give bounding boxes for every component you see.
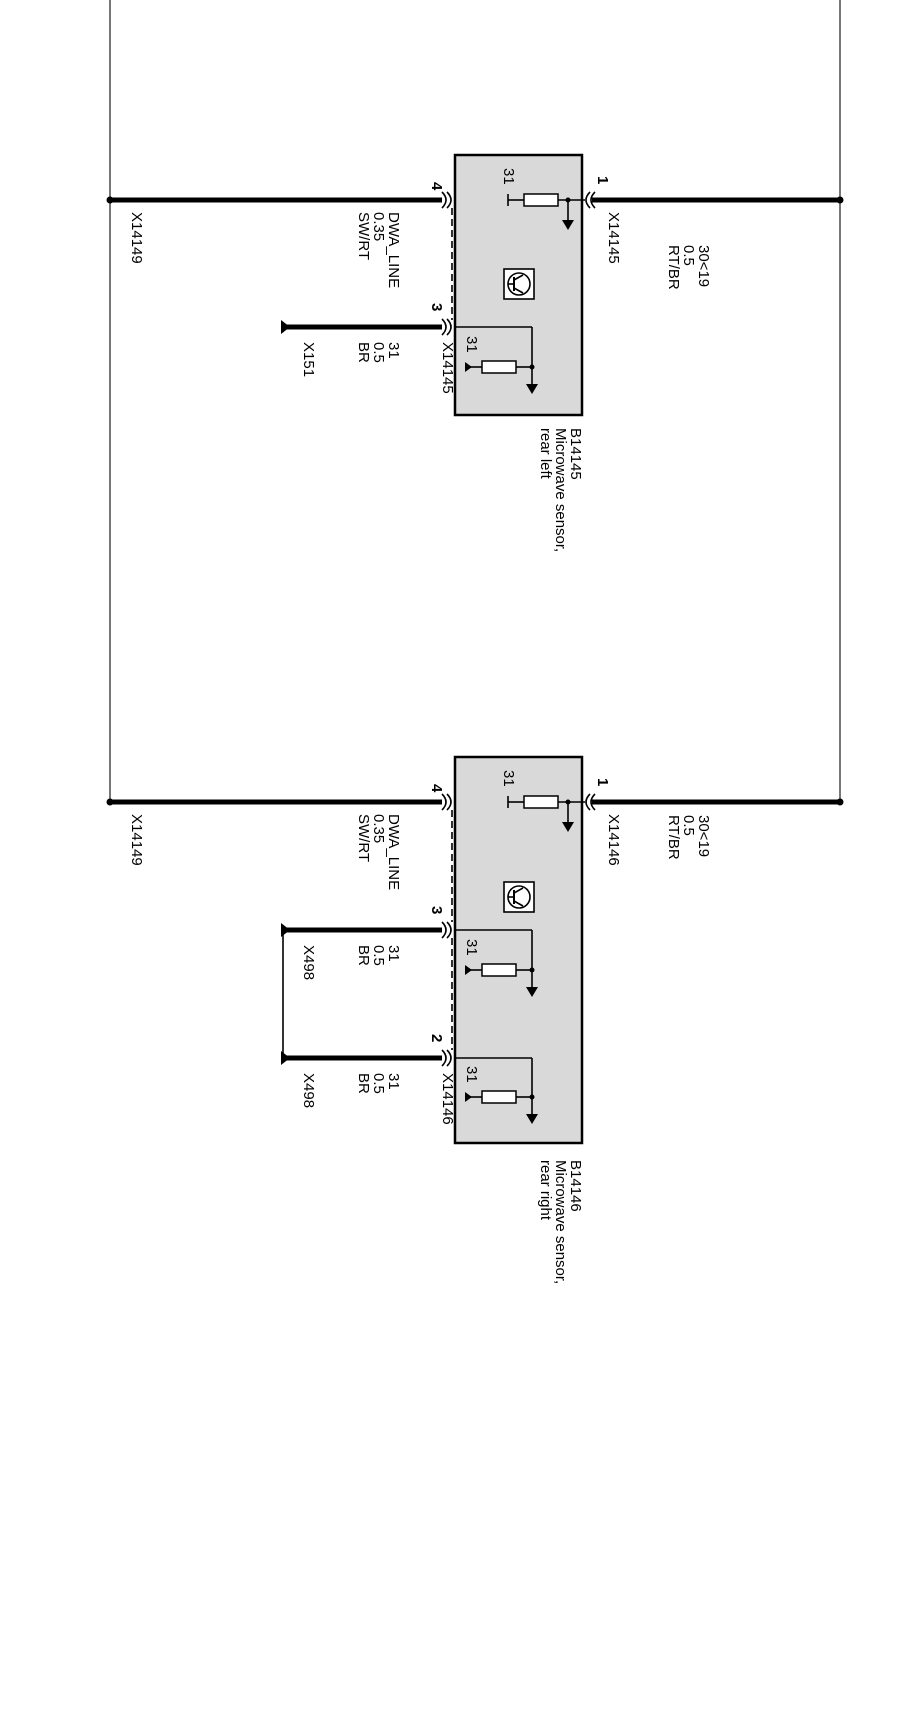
ground-point-label: X498	[300, 1073, 317, 1108]
ground-arrow-icon	[526, 384, 538, 394]
component-description: Microwave sensor,	[552, 1160, 569, 1284]
ground-terminal-icon	[281, 923, 290, 937]
ground-point-label: X498	[300, 945, 317, 980]
wire-color-label: SW/RT	[355, 212, 372, 260]
connector-label: X14146	[439, 1073, 456, 1125]
rail-junction-dot	[836, 798, 844, 806]
connector-arc	[441, 191, 447, 209]
wire-size-label: 0.5	[680, 815, 697, 836]
connector-arc	[590, 191, 596, 209]
wire-signal-label: 30<19	[695, 815, 712, 857]
resistor-icon	[481, 963, 517, 977]
connector-arc	[441, 318, 447, 336]
component-id: B14145	[567, 428, 584, 480]
wire-size-label: 0.5	[370, 1073, 387, 1094]
ground-arrow-icon	[526, 987, 538, 997]
wire-color-label: BR	[355, 945, 372, 966]
ground-point-label: X151	[300, 342, 317, 377]
pin-number-1: 1	[594, 176, 611, 184]
resistor-icon	[481, 360, 517, 374]
wire-size-label: 0.5	[680, 245, 697, 266]
internal-ground-label: 31	[500, 770, 517, 787]
component-description: Microwave sensor,	[552, 428, 569, 552]
pin-number-3: 3	[428, 906, 445, 914]
sensor-box-right	[453, 755, 584, 1145]
connector-arc	[446, 191, 452, 209]
component-description: rear right	[537, 1160, 554, 1221]
wire-signal-label: 31	[385, 945, 402, 962]
resistor-icon	[481, 1090, 517, 1104]
resistor-icon	[523, 795, 559, 809]
pin-number-4: 4	[428, 784, 445, 793]
wire-color-label: BR	[355, 342, 372, 363]
connector-label: X14145	[439, 342, 456, 394]
wire-color-label: BR	[355, 1073, 372, 1094]
wire-signal-label: 31	[385, 342, 402, 359]
sensor-rear-right: 4 1 3 2 31 31 31 X14146 30<19 0.5 RT/BR …	[106, 755, 844, 1284]
pin-number-1: 1	[594, 778, 611, 786]
ground-terminal-icon	[281, 320, 290, 334]
wire-size-label: 0.5	[370, 945, 387, 966]
component-description: rear left	[537, 428, 554, 480]
wire-color-label: SW/RT	[355, 814, 372, 862]
sensor-rear-left: 4 1 3 31 31 X14145 30<19 0.5 RT/BR DWA_L…	[106, 153, 844, 552]
wire-signal-label: 30<19	[695, 245, 712, 287]
transistor-icon	[503, 881, 535, 913]
wire-size-label: 0.5	[370, 342, 387, 363]
transistor-icon	[503, 268, 535, 300]
resistor-icon	[523, 193, 559, 207]
wire-size-label: 0.35	[370, 814, 387, 843]
connector-arc	[585, 191, 591, 209]
connector-label: X14146	[605, 814, 622, 866]
pin-number-3: 3	[428, 303, 445, 311]
pin-number-2: 2	[428, 1034, 445, 1042]
ground-arrow-icon	[562, 822, 574, 832]
pin-number-4: 4	[428, 182, 445, 191]
ground-terminal-icon	[281, 1051, 290, 1065]
rail-junction-dot	[106, 196, 114, 204]
wire-signal-label: DWA_LINE	[385, 814, 402, 890]
ground-arrow-icon	[562, 220, 574, 230]
internal-ground-label: 31	[500, 168, 517, 185]
internal-ground-label: 31	[463, 1066, 480, 1083]
rail-junction-dot	[106, 798, 114, 806]
rail-connector-label: X14149	[128, 212, 145, 264]
wire-color-label: RT/BR	[665, 245, 682, 290]
wire-size-label: 0.35	[370, 212, 387, 241]
component-id: B14146	[567, 1160, 584, 1212]
rail-connector-label: X14149	[128, 814, 145, 866]
ground-arrow-icon	[526, 1114, 538, 1124]
wire-signal-label: 31	[385, 1073, 402, 1090]
internal-ground-label: 31	[463, 336, 480, 353]
connector-label: X14145	[605, 212, 622, 264]
connector-arc	[446, 318, 452, 336]
rail-junction-dot	[836, 196, 844, 204]
wire-color-label: RT/BR	[665, 815, 682, 860]
wire-signal-label: DWA_LINE	[385, 212, 402, 288]
internal-ground-label: 31	[463, 939, 480, 956]
